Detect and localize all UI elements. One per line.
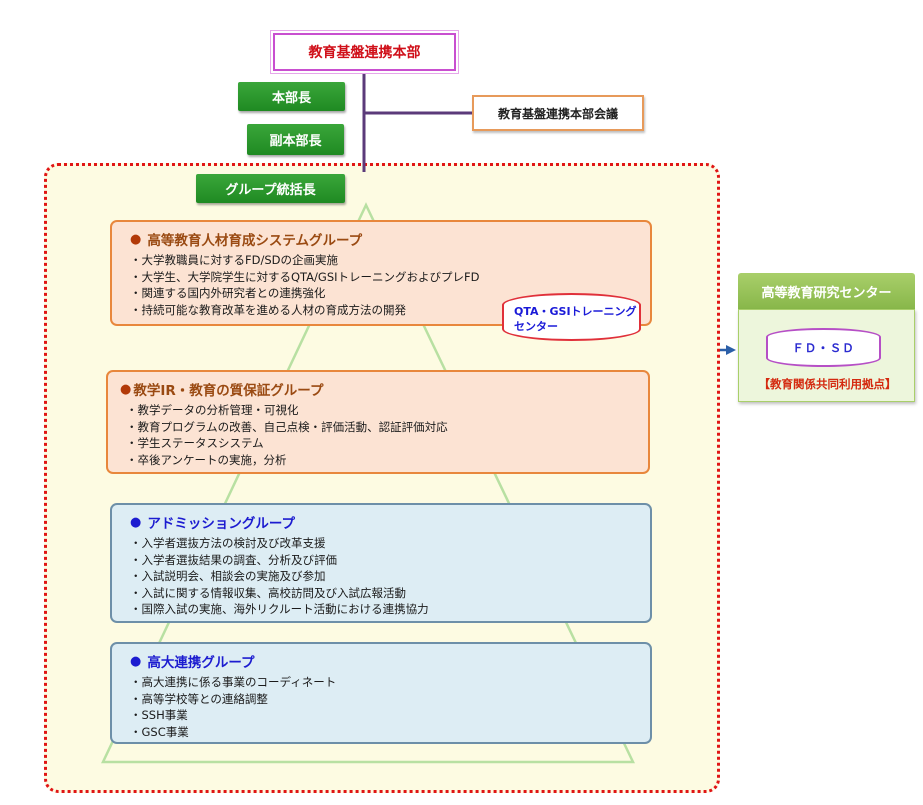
list-item: 入学者選抜方法の検討及び改革支援 (130, 535, 636, 552)
vice-director-box: 副本部長 (247, 124, 344, 155)
bullet-dot: ● (120, 381, 132, 397)
list-item: 入試説明会、相談会の実施及び参加 (130, 568, 636, 585)
group-title-text: アドミッショングループ (147, 516, 296, 532)
group-items: 高大連携に係る事業のコーディネート 高等学校等との連絡調整 SSH事業 GSC事… (130, 674, 636, 740)
list-item: 持続可能な教育改革を進める人材の育成方法の開発 (130, 302, 636, 319)
group-items: 教学データの分析管理・可視化 教育プログラムの改善、自己点検・評価活動、認証評価… (126, 402, 634, 468)
list-item: 教育プログラムの改善、自己点検・評価活動、認証評価対応 (126, 419, 634, 436)
qta-line1: QTA・GSIトレーニング (514, 305, 637, 318)
group-title: ● 高大連携グループ (130, 651, 636, 672)
research-center-title-text: 高等教育研究センター (761, 285, 892, 301)
list-item: SSH事業 (130, 707, 636, 724)
list-item: 教学データの分析管理・可視化 (126, 402, 634, 419)
vice-director-label: 副本部長 (269, 134, 322, 149)
bullet-dot: ● (130, 653, 142, 669)
group-title: ● アドミッショングループ (130, 512, 636, 533)
headquarters-box: 教育基盤連携本部 (273, 33, 456, 71)
director-box: 本部長 (238, 82, 345, 111)
group-leader-box: グループ統括長 (196, 174, 345, 203)
list-item: 関連する国内外研究者との連携強化 (130, 285, 636, 302)
list-item: 学生ステータスシステム (126, 435, 634, 452)
director-label: 本部長 (271, 91, 311, 106)
list-item: 大学教職員に対するFD/SDの企画実施 (130, 252, 636, 269)
list-item: 大学生、大学院学生に対するQTA/GSIトレーニングおよびプレFD (130, 269, 636, 286)
list-item: 国際入試の実施、海外リクルート活動における連携協力 (130, 601, 636, 618)
group-leader-label: グループ統括長 (225, 183, 316, 198)
list-item: 高大連携に係る事業のコーディネート (130, 674, 636, 691)
group-items: 入学者選抜方法の検討及び改革支援 入学者選抜結果の調査、分析及び評価 入試説明会… (130, 535, 636, 618)
group-ir-quality: ● 教学IR・教育の質保証グループ 教学データの分析管理・可視化 教育プログラム… (106, 370, 650, 474)
arrow-head (726, 345, 736, 355)
bullet-dot: ● (130, 514, 142, 530)
hub-label: 【教育関係共同利用拠点】 (758, 377, 897, 391)
group-title-text: 教学IR・教育の質保証グループ (133, 383, 324, 399)
research-center-title: 高等教育研究センター (738, 273, 915, 309)
list-item: 入試に関する情報収集、高校訪問及び入試広報活動 (130, 585, 636, 602)
bullet-dot: ● (130, 231, 142, 247)
list-item: GSC事業 (130, 724, 636, 741)
list-item: 高等学校等との連絡調整 (130, 691, 636, 708)
qta-gsi-training-center: QTA・GSIトレーニング センター (502, 293, 641, 341)
group-admission: ● アドミッショングループ 入学者選抜方法の検討及び改革支援 入学者選抜結果の調… (110, 503, 652, 623)
group-items: 大学教職員に対するFD/SDの企画実施 大学生、大学院学生に対するQTA/GSI… (130, 252, 636, 318)
list-item: 入学者選抜結果の調査、分析及び評価 (130, 552, 636, 569)
council-label: 教育基盤連携本部会議 (497, 106, 618, 121)
group-title-text: 高大連携グループ (147, 655, 255, 671)
qta-line2: センター (514, 320, 558, 333)
headquarters-label: 教育基盤連携本部 (308, 45, 421, 61)
group-hs-univ-collab: ● 高大連携グループ 高大連携に係る事業のコーディネート 高等学校等との連絡調整… (110, 642, 652, 744)
group-title: ● 教学IR・教育の質保証グループ (120, 379, 634, 400)
list-item: 卒後アンケートの実施，分析 (126, 452, 634, 469)
group-title: ● 高等教育人材育成システムグループ (130, 229, 636, 250)
council-box: 教育基盤連携本部会議 (472, 95, 644, 131)
group-title-text: 高等教育人材育成システムグループ (147, 233, 363, 249)
fdsd-label: ＦＤ・ＳＤ (792, 340, 855, 355)
fdsd-box: ＦＤ・ＳＤ (766, 328, 881, 367)
